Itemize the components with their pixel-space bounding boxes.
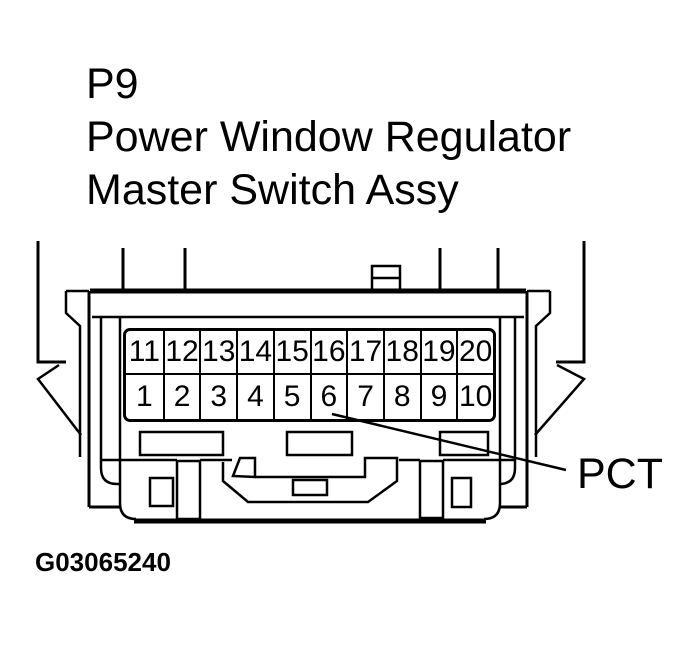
lower-latches xyxy=(148,456,473,521)
connector-shell xyxy=(87,288,529,524)
pin-cell: 18 xyxy=(382,331,420,375)
pin-cell: 3 xyxy=(199,375,236,419)
keyway-slots xyxy=(138,430,490,457)
pin-cell: 19 xyxy=(419,331,457,375)
connector-title-line1: Power Window Regulator xyxy=(86,113,572,161)
terminal-label: PCT xyxy=(577,450,663,498)
connector-title-line2: Master Switch Assy xyxy=(86,166,459,214)
pct-leader-line xyxy=(331,412,567,472)
pin-cell: 1 xyxy=(136,380,153,413)
top-wire-stubs xyxy=(36,241,586,364)
pin-cell: 10 xyxy=(456,375,493,419)
pin-cell: 14 xyxy=(236,331,273,375)
pin-cell: 5 xyxy=(272,375,310,419)
side-wings xyxy=(36,363,586,436)
pin-cell: 11 xyxy=(126,331,163,375)
top-lock-tab xyxy=(370,264,402,290)
pin-grid: 11 12 13 14 15 16 17 18 19 20 1 2 3 4 5 … xyxy=(123,328,496,422)
pin-cell: 16 xyxy=(309,331,347,375)
pin-cell: 17 xyxy=(346,331,383,375)
pin-cell: 13 xyxy=(199,331,237,375)
figure-id: G03065240 xyxy=(35,547,171,577)
pin-cell: 8 xyxy=(382,375,420,419)
connector-id: P9 xyxy=(86,60,139,108)
pin-cell: 6 xyxy=(309,375,347,419)
pin-cell: 7 xyxy=(346,375,383,419)
side-flanges xyxy=(64,289,552,457)
pin-cell: 15 xyxy=(272,331,310,375)
pin-cell: 4 xyxy=(236,375,273,419)
diagram-header: P9 Power Window Regulator Master Switch … xyxy=(86,58,571,217)
pin-cell: 20 xyxy=(456,331,493,375)
pin-cell: 2 xyxy=(162,375,200,419)
pin-cell: 12 xyxy=(162,331,200,375)
pin-cell: 9 xyxy=(419,375,457,419)
